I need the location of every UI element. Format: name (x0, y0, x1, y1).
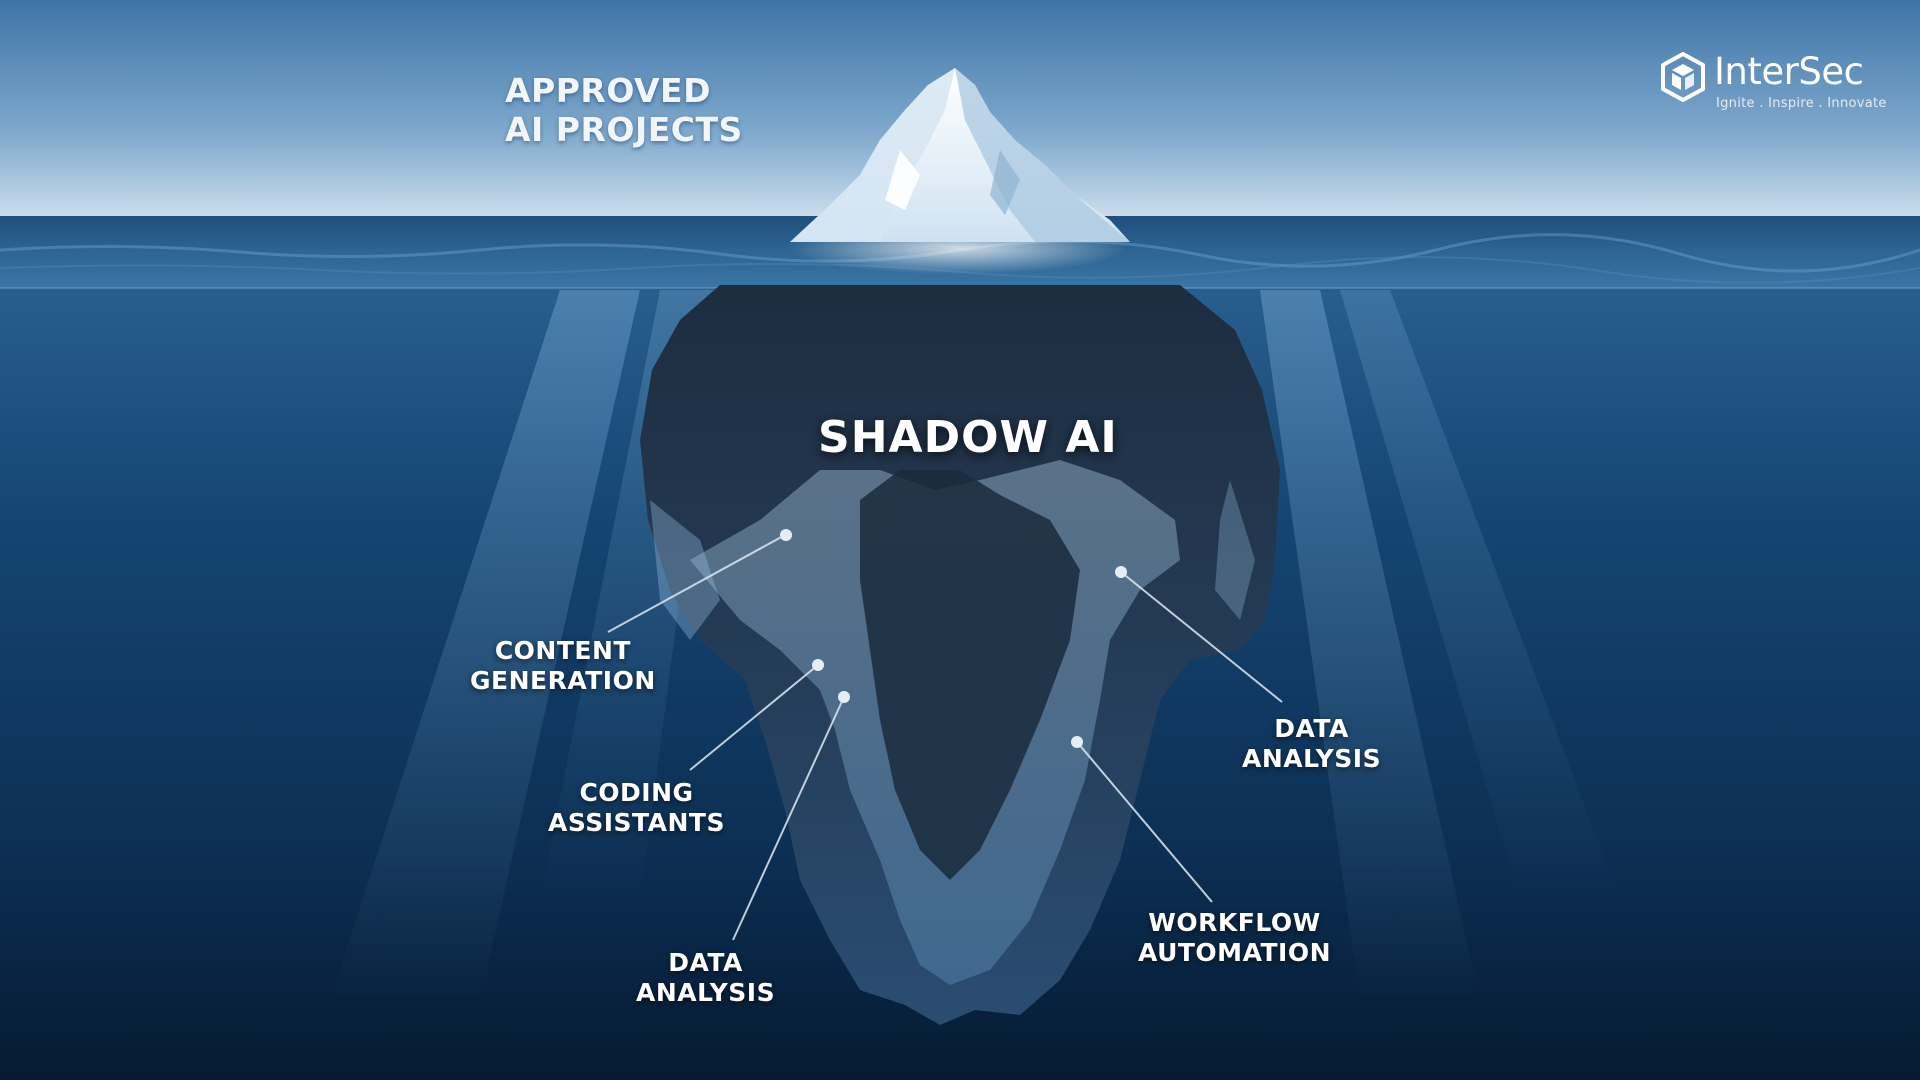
approved-label-line1: APPROVED (505, 71, 711, 110)
callout-line1: CONTENT (494, 636, 631, 665)
brand-tagline: Ignite . Inspire . Innovate (1716, 96, 1887, 111)
approved-ai-projects-label: APPROVED AI PROJECTS (505, 71, 743, 150)
callout-data-analysis-right: DATA ANALYSIS (1242, 714, 1381, 774)
callout-content-generation: CONTENT GENERATION (470, 636, 656, 696)
callout-line1: CODING (579, 778, 694, 807)
approved-label-line2: AI PROJECTS (505, 109, 743, 149)
shadow-ai-label: SHADOW AI (818, 412, 1118, 463)
callout-data-analysis-left: DATA ANALYSIS (636, 948, 775, 1008)
callout-line1: DATA (668, 948, 743, 977)
callout-line1: WORKFLOW (1148, 908, 1321, 937)
callout-line2: GENERATION (470, 666, 656, 695)
callout-coding-assistants: CODING ASSISTANTS (548, 778, 725, 838)
hexagon-cube-icon (1661, 52, 1705, 102)
brand-logo: InterSec Ignite . Inspire . Innovate (1660, 50, 1886, 120)
callout-line2: AUTOMATION (1138, 938, 1332, 967)
callout-line2: ANALYSIS (1242, 744, 1382, 773)
dot-marker-icon (780, 529, 1127, 748)
brand-name: InterSec (1714, 50, 1864, 93)
callout-line1: DATA (1274, 714, 1349, 743)
callout-line2: ANALYSIS (636, 978, 776, 1007)
callout-line2: ASSISTANTS (548, 808, 725, 837)
callout-workflow-automation: WORKFLOW AUTOMATION (1138, 908, 1331, 968)
